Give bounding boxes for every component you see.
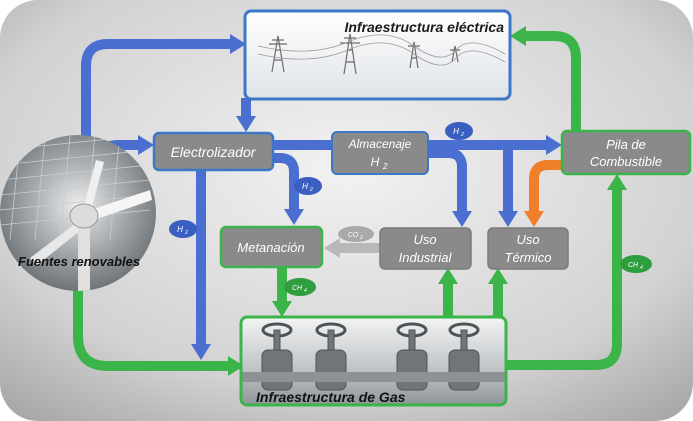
renewables-label: Fuentes renovables: [18, 254, 140, 269]
power-tower-icon: [257, 33, 506, 75]
badge-h2-sub: 2: [309, 187, 313, 193]
badge-h2-symbol: H: [177, 225, 183, 234]
gas-valve-icon: [241, 322, 506, 391]
electrical-infrastructure-node: Infraestructura eléctrica: [243, 9, 512, 101]
arrow-head: [228, 356, 244, 376]
badge-h2-sub: 2: [184, 230, 188, 236]
flow-fuelcell-to-grid: [526, 31, 581, 130]
arrow-head: [230, 34, 246, 54]
thermal-use-label-line1: Uso: [516, 232, 539, 247]
badge-h2-symbol: H: [453, 127, 459, 136]
flow-storage-to-industrial: [428, 148, 467, 212]
badge-ch4-symbol: CH: [292, 285, 303, 292]
flow-electrolyzer-to-methanation: [272, 153, 299, 210]
badge-co2: CO 2: [338, 226, 374, 242]
storage-label-subscript: 2: [382, 162, 388, 171]
electrolyzer-node: Electrolizador: [152, 131, 275, 172]
badge-ch4-sub: 4: [640, 265, 643, 271]
badge-co2-symbol: CO: [348, 232, 359, 239]
arrow-head: [236, 116, 256, 132]
arrow-head: [488, 268, 508, 284]
arrow-head: [324, 238, 340, 258]
wind-turbine-icon: [30, 160, 152, 291]
methanation-label: Metanación: [237, 240, 304, 255]
badge-h2-symbol: H: [302, 182, 308, 191]
industrial-use-node: Uso Industrial: [379, 227, 472, 270]
storage-node: Almacenaje H 2: [331, 131, 429, 175]
flow-renewables-to-gas: [73, 288, 228, 371]
arrow-head: [438, 268, 458, 284]
flow-renewables-to-grid: [81, 39, 232, 152]
industrial-use-label-line1: Uso: [413, 232, 436, 247]
badge-ch4-sub: 4: [304, 288, 307, 294]
electrolyzer-label: Electrolizador: [171, 144, 257, 160]
flow-gas-to-fuelcell: [506, 190, 622, 370]
fuel-cell-node: Pila de Combustible: [560, 129, 692, 176]
badge-ch4-methanation: CH 4: [284, 278, 316, 296]
flow-heat-fuelcell-to-thermal: [529, 160, 566, 212]
badge-h2-gas: H 2: [169, 220, 197, 238]
arrow-head: [524, 211, 544, 227]
badge-ch4-symbol: CH: [628, 262, 639, 269]
gas-infrastructure-label: Infraestructura de Gas: [256, 389, 406, 405]
arrow-head: [138, 135, 154, 155]
arrow-head: [272, 301, 292, 317]
storage-label-line1: Almacenaje: [348, 137, 412, 151]
thermal-use-node: Uso Térmico: [487, 227, 569, 270]
gas-infrastructure-node: Infraestructura de Gas: [239, 315, 508, 407]
arrow-head: [452, 211, 472, 227]
fuel-cell-label-line2: Combustible: [590, 154, 662, 169]
methanation-node: Metanación: [219, 225, 324, 269]
renewables-node: Fuentes renovables: [0, 135, 156, 291]
badge-ch4-fuelcell: CH 4: [620, 255, 652, 273]
arrow-head: [546, 135, 562, 155]
industrial-use-label-line2: Industrial: [399, 250, 453, 265]
arrow-head: [607, 174, 627, 190]
arrow-head: [284, 209, 304, 225]
flows: [73, 26, 627, 376]
arrow-head: [191, 344, 211, 360]
electrical-infrastructure-label: Infraestructura eléctrica: [344, 19, 504, 35]
arrow-head: [510, 26, 526, 46]
badge-h2-sub: 2: [460, 132, 464, 138]
badge-co2-sub: 2: [359, 235, 363, 241]
badge-h2-trunk: H 2: [445, 122, 473, 140]
solar-panel-icon: [0, 135, 151, 241]
fuel-cell-label-line1: Pila de: [606, 137, 646, 152]
badge-h2-methanation: H 2: [294, 177, 322, 195]
storage-label-line2: H: [371, 155, 380, 169]
arrow-head: [498, 211, 518, 227]
thermal-use-label-line2: Térmico: [505, 250, 552, 265]
